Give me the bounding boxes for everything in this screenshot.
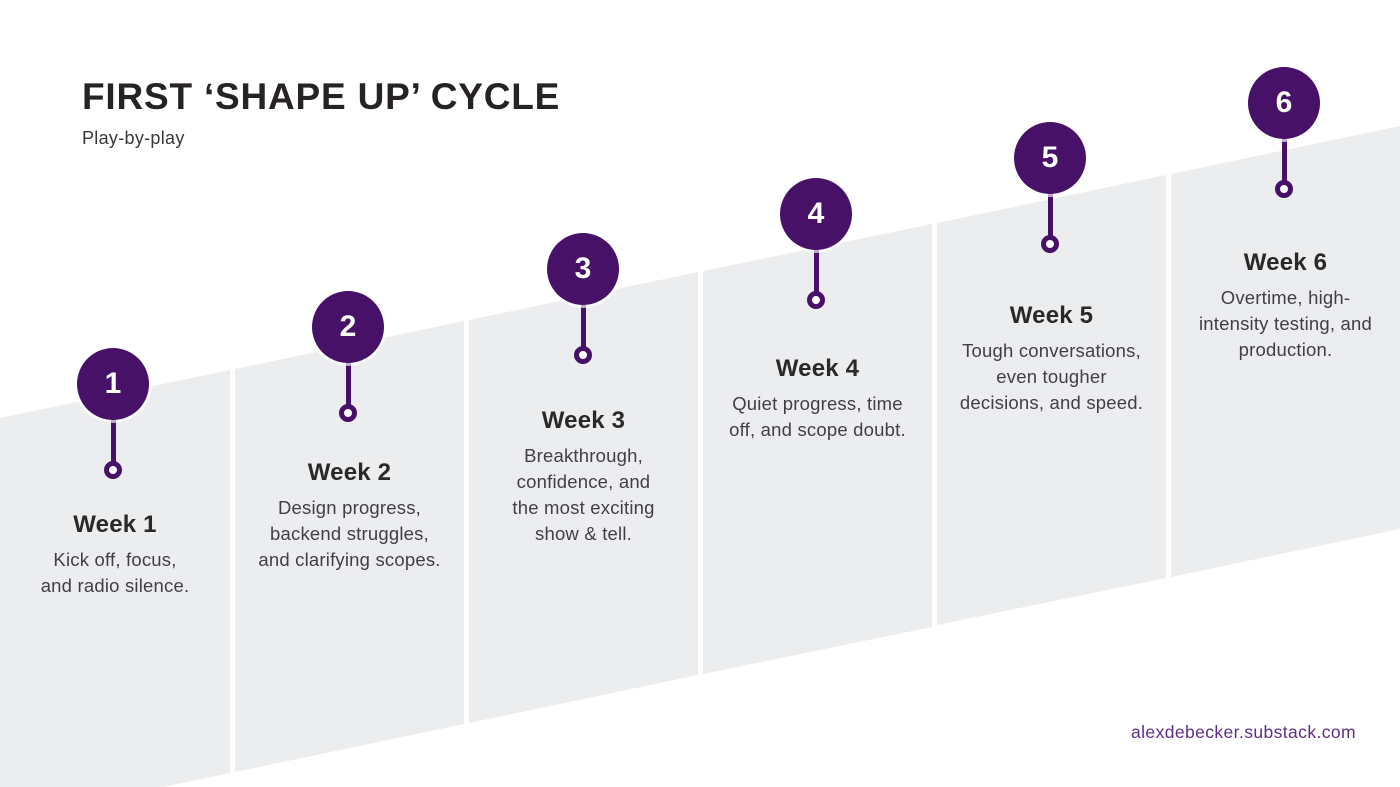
week-3-panel (469, 272, 698, 723)
week-1-title: Week 1 (73, 511, 157, 538)
page-title: FIRST ‘SHAPE UP’ CYCLE (82, 76, 561, 117)
marker-stem (581, 301, 586, 347)
marker-circle-6: 6 (1248, 67, 1320, 139)
marker-circle-4: 4 (780, 178, 852, 250)
marker-ring-icon (574, 346, 592, 364)
week-2-title: Week 2 (307, 459, 392, 486)
footer-url: alexdebecker.substack.com (1131, 722, 1356, 742)
marker-ring-icon (339, 404, 357, 422)
marker-stem (346, 359, 351, 405)
week-3-title: Week 3 (541, 407, 626, 434)
page-subtitle: Play-by-play (82, 128, 185, 148)
marker-ring-icon (1275, 180, 1293, 198)
week-6-title: Week 6 (1243, 249, 1328, 276)
week-4-block: Week 4 Quiet progress, time off, and sco… (703, 355, 932, 443)
week-5-panel (937, 175, 1166, 625)
marker-circle-1: 1 (77, 348, 149, 420)
marker-stem (814, 246, 819, 292)
marker-circle-3: 3 (547, 233, 619, 305)
week-1-description: Kick off, focus, and radio silence. (40, 549, 190, 596)
week-6-block: Week 6 Overtime, high- intensity testing… (1171, 249, 1400, 363)
marker-ring-icon (104, 461, 122, 479)
marker-stem (1048, 190, 1053, 236)
marker-stem (1282, 135, 1287, 181)
week-4-title: Week 4 (775, 355, 860, 382)
marker-circle-5: 5 (1014, 122, 1086, 194)
week-1-block: Week 1 Kick off, focus, and radio silenc… (0, 511, 230, 599)
week-5-description: Tough conversations, even tougher decisi… (959, 340, 1144, 413)
week-2-panel (235, 321, 464, 772)
marker-circle-2: 2 (312, 291, 384, 363)
week-2-description: Design progress, backend struggles, and … (258, 497, 441, 570)
week-3-block: Week 3 Breakthrough, confidence, and the… (469, 407, 698, 547)
marker-ring-icon (1041, 235, 1059, 253)
week-4-panel (703, 224, 932, 674)
week-2-block: Week 2 Design progress, backend struggle… (235, 459, 464, 573)
header: FIRST ‘SHAPE UP’ CYCLE Play-by-play (82, 76, 560, 149)
week-5-title: Week 5 (1009, 302, 1094, 329)
week-5-block: Week 5 Tough conversations, even tougher… (937, 302, 1166, 416)
week-3-description: Breakthrough, confidence, and the most e… (512, 445, 655, 544)
week-6-panel (1171, 126, 1400, 577)
marker-ring-icon (807, 291, 825, 309)
week-4-description: Quiet progress, time off, and scope doub… (729, 393, 906, 440)
marker-stem (111, 416, 116, 462)
week-1-panel (0, 370, 230, 787)
week-6-description: Overtime, high- intensity testing, and p… (1198, 287, 1373, 360)
